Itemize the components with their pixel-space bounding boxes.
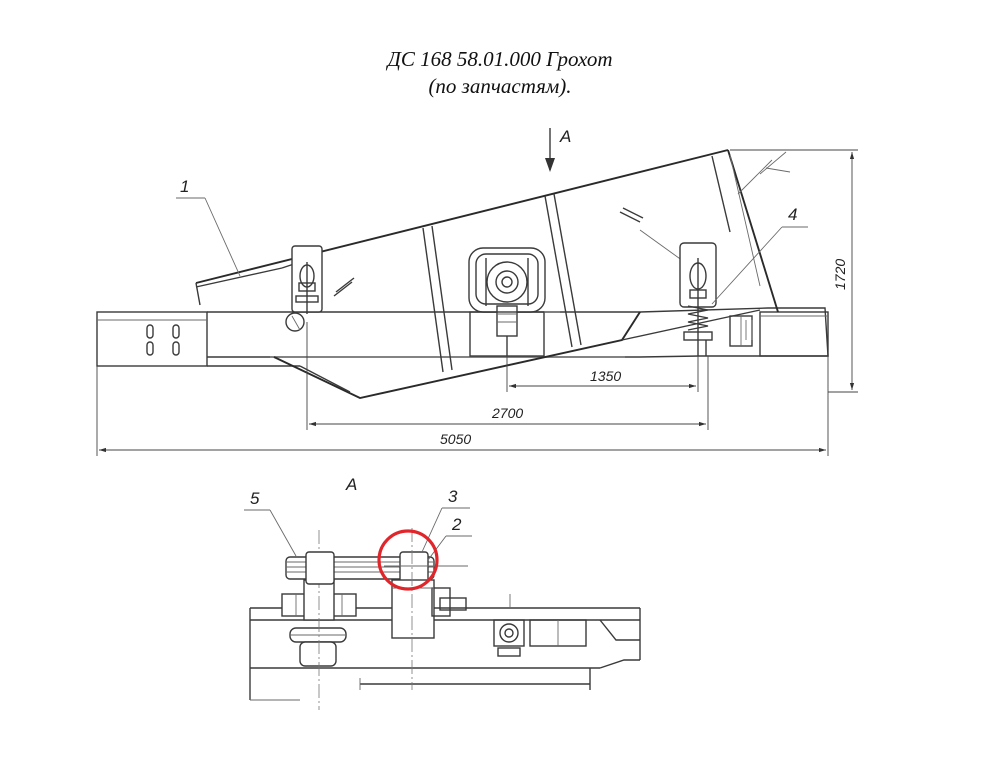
dimension-1720: 1720 (730, 149, 858, 393)
callout-5: 5 (244, 489, 297, 557)
view-a-label: A (345, 475, 357, 494)
right-spring-support (679, 242, 717, 356)
dimension-2700-label: 2700 (491, 405, 523, 421)
callout-2: 2 (427, 515, 472, 561)
view-a: A (244, 475, 641, 710)
vibrator-unit (468, 247, 560, 357)
callout-1-label: 1 (180, 177, 189, 196)
callout-3-label: 3 (448, 487, 458, 506)
left-spring-support (285, 245, 323, 332)
callout-2-label: 2 (451, 515, 462, 534)
screen-box (195, 149, 791, 399)
dimension-1720-label: 1720 (832, 259, 848, 290)
callout-4-label: 4 (788, 205, 797, 224)
callout-3: 3 (421, 487, 470, 553)
view-arrow-label: A (559, 127, 571, 146)
belt-drive (285, 551, 468, 585)
dimension-1350-label: 1350 (590, 368, 621, 384)
support-frame (96, 307, 829, 367)
dimension-1350: 1350 (506, 356, 699, 392)
callout-1: 1 (176, 177, 241, 277)
drawing-title: ДС 168 58.01.000 Грохот (387, 47, 613, 71)
view-arrow-a: A (545, 127, 571, 172)
callout-5-label: 5 (250, 489, 260, 508)
view-a-motor (281, 530, 357, 710)
highlight-circle (377, 529, 439, 591)
drawing-subtitle: (по запчастям). (428, 74, 572, 98)
callout-4: 4 (711, 205, 808, 305)
dimension-2700: 2700 (306, 322, 709, 430)
dimension-5050-label: 5050 (440, 431, 471, 447)
title-block: ДС 168 58.01.000 Грохот (по запчастям). (0, 46, 1000, 100)
dimension-5050: 5050 (96, 356, 829, 456)
view-a-bearing (493, 619, 587, 657)
main-view: A 1 4 1350 2700 5 (96, 127, 858, 456)
